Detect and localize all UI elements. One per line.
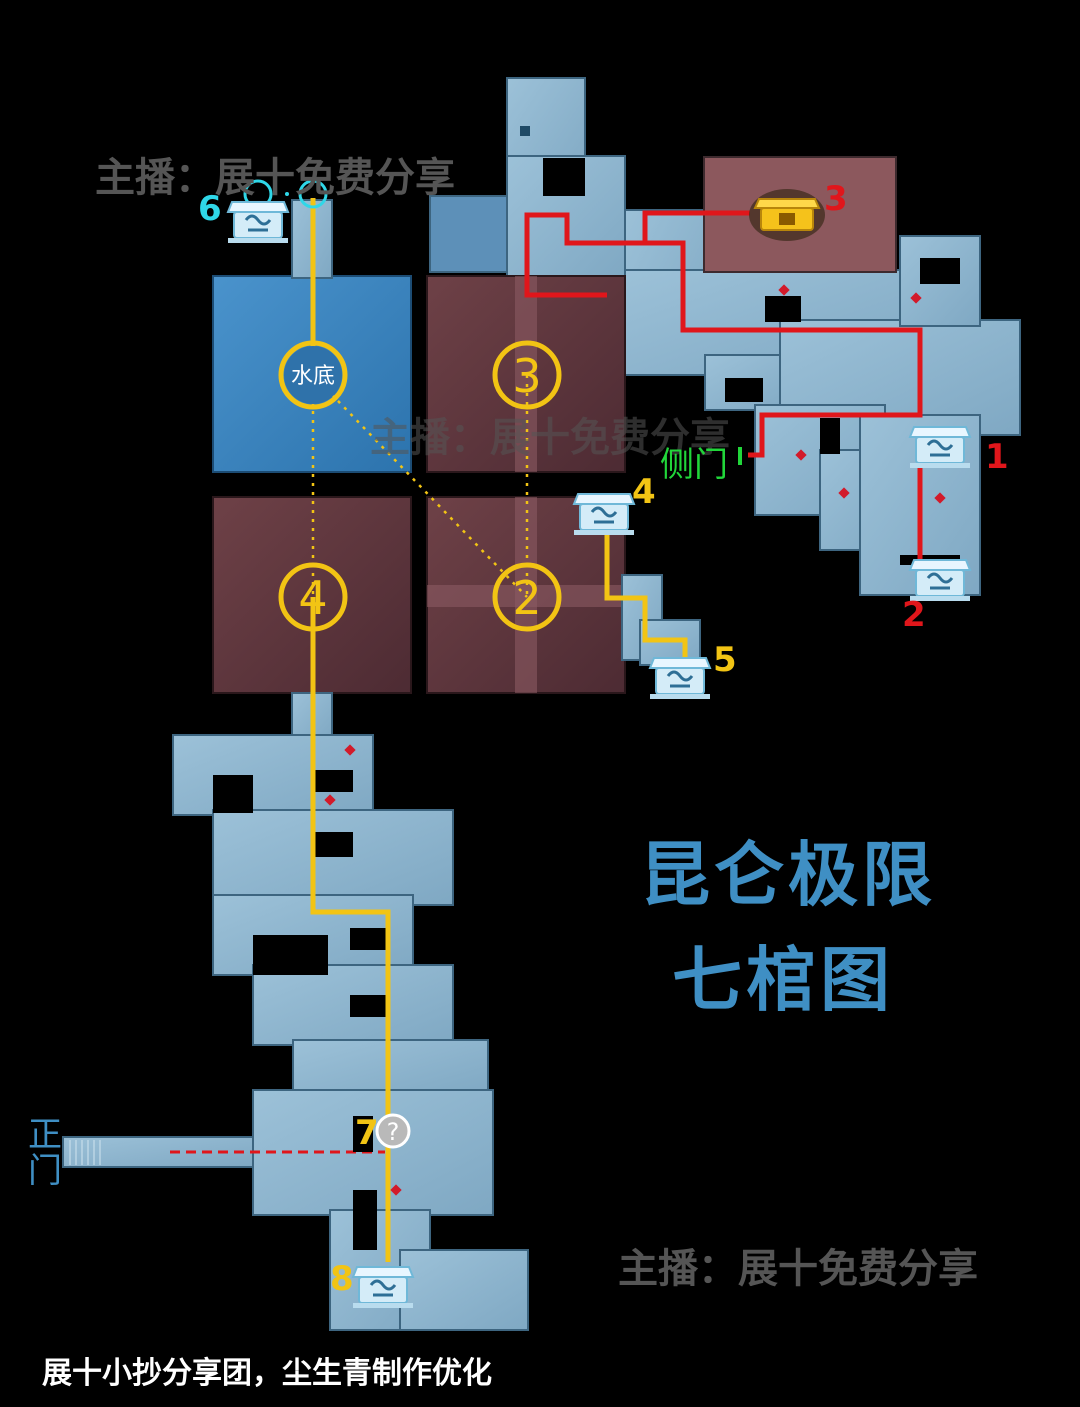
label-chamber-3: 3 [512, 349, 541, 403]
coffin-icon [648, 656, 712, 701]
main-gate-label: 正门 [28, 1115, 62, 1191]
label-chamber-4: 4 [298, 571, 327, 625]
coffin-icon [908, 425, 972, 470]
portal-ring-icon [298, 179, 328, 209]
watermark: 主播：展十免费分享 [95, 155, 455, 201]
south-wing-rooms [62, 692, 529, 1331]
coffin-number-1: 1 [985, 437, 1009, 477]
coffin-number-4: 4 [632, 472, 656, 512]
coffin-icon [226, 200, 290, 245]
coffin-icon [572, 492, 636, 537]
underwater-disc [284, 346, 342, 404]
portal-ring-icon [285, 192, 289, 196]
chamber-labels: 水底 3 4 2 [291, 349, 542, 625]
credit-caption: 展十小抄分享团，尘生青制作优化 [42, 1356, 492, 1391]
question-mark-icon: ? [353, 1113, 411, 1152]
golden-coffin-icon [749, 189, 825, 241]
chamber-corridor [515, 276, 537, 472]
watermark: 主播：展十免费分享 [618, 1246, 978, 1292]
side-gate-label: 侧门 [660, 445, 728, 485]
coffin-number-2: 2 [902, 595, 926, 635]
map-title-line1: 昆仑极限 [640, 834, 936, 916]
coffin-number-7: 7 [355, 1113, 379, 1153]
coffin-number-5: 5 [713, 640, 737, 680]
svg-text:?: ? [387, 1118, 400, 1146]
coffin-number-6: 6 [198, 189, 222, 229]
coffin-number-3: 3 [824, 179, 848, 219]
coffin-number-8: 8 [330, 1259, 354, 1299]
yellow-dotted-links [311, 374, 529, 598]
coffin-icon [351, 1265, 415, 1310]
east-wing-holes [543, 158, 960, 565]
crystal-markers [324, 284, 946, 1196]
chamber-markers [278, 340, 562, 632]
map-tile [520, 126, 530, 136]
south-wing-holes [213, 770, 388, 1250]
map-title-line2: 七棺图 [672, 939, 894, 1021]
watermark: 主播：展十免费分享 [370, 415, 730, 461]
label-underwater: 水底 [291, 364, 335, 389]
main-gate-stairs [69, 1140, 101, 1165]
label-chamber-2: 2 [512, 571, 541, 625]
